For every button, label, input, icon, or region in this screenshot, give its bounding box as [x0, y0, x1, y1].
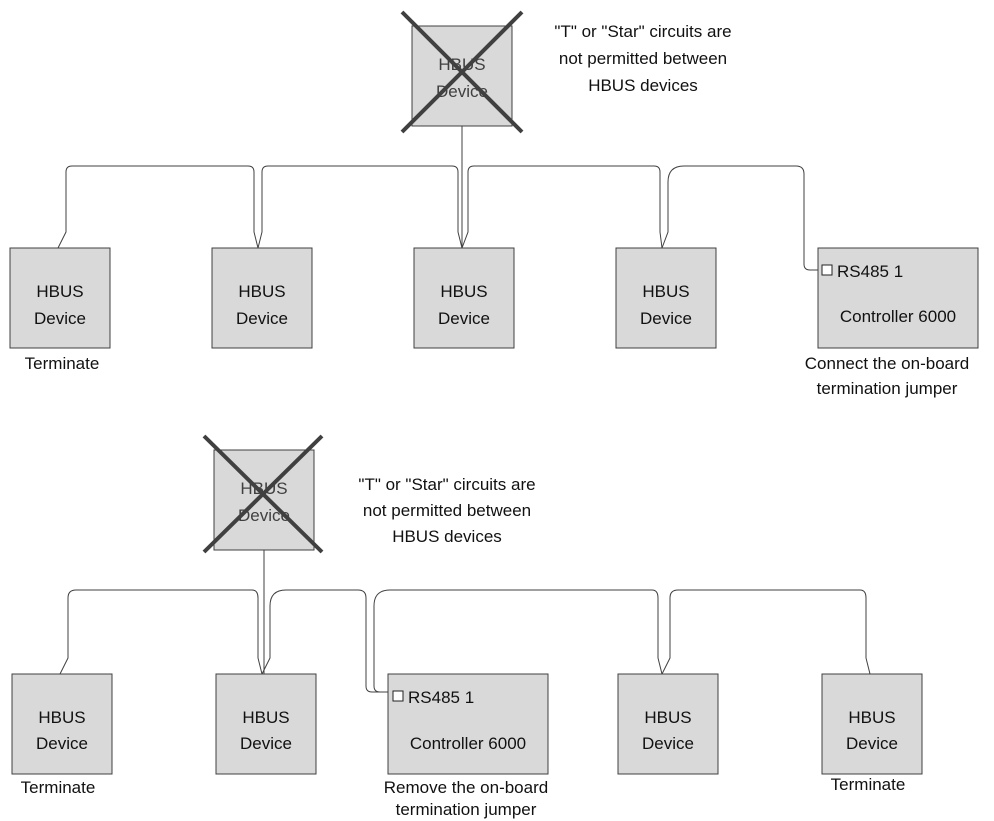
bottom-device-2: HBUS Device [215, 673, 317, 775]
device-label-line1: HBUS [644, 708, 691, 727]
device-label-line2: Device [36, 734, 88, 753]
note-line3: HBUS devices [392, 527, 502, 546]
top-controller: RS485 1 Controller 6000 [817, 247, 979, 349]
device-label-line2: Device [34, 309, 86, 328]
top-wire-2 [257, 165, 463, 249]
top-device-4: HBUS Device [615, 247, 717, 349]
bottom-warning-note: "T" or "Star" circuits are not permitted… [358, 475, 535, 546]
top-device-3: HBUS Device [413, 247, 515, 349]
terminate-label: Terminate [831, 775, 906, 794]
top-wire-4 [661, 165, 820, 271]
bottom-device-1: HBUS Device [11, 673, 113, 775]
cross-mark [400, 10, 524, 134]
bottom-wire-4 [661, 589, 871, 675]
bottom-forbidden-device: HBUS Device [202, 434, 324, 554]
note-line1: "T" or "Star" circuits are [554, 22, 731, 41]
top-wire-3 [461, 165, 663, 249]
terminate-label: Terminate [21, 778, 96, 797]
controller-name: Controller 6000 [410, 734, 526, 753]
rs485-port [392, 690, 404, 702]
device-label-line1: HBUS [642, 282, 689, 301]
device-label-line1: HBUS [38, 708, 85, 727]
device-label-line2: Device [640, 309, 692, 328]
remove-jumper-line2: termination jumper [396, 800, 537, 819]
device-label-line1: HBUS [36, 282, 83, 301]
top-warning-note: "T" or "Star" circuits are not permitted… [554, 22, 731, 95]
bottom-wire-3 [373, 589, 663, 693]
cross-mark [202, 434, 324, 554]
bottom-controller: RS485 1 Controller 6000 [387, 673, 549, 775]
connect-jumper-line2: termination jumper [817, 379, 958, 398]
device-label-line1: HBUS [242, 708, 289, 727]
device-label-line2: Device [236, 309, 288, 328]
top-diagram: HBUS Device "T" or "Star" circuits are n… [9, 10, 979, 398]
bottom-wire-1 [59, 589, 263, 675]
device-label-line1: HBUS [440, 282, 487, 301]
note-line1: "T" or "Star" circuits are [358, 475, 535, 494]
device-label-line1: HBUS [238, 282, 285, 301]
controller-port-label: RS485 1 [837, 262, 903, 281]
top-forbidden-device: HBUS Device [400, 10, 524, 134]
device-label-line1: HBUS [848, 708, 895, 727]
bottom-device-3: HBUS Device [617, 673, 719, 775]
device-label-line2: Device [846, 734, 898, 753]
controller-port-label: RS485 1 [408, 688, 474, 707]
connect-jumper-line1: Connect the on-board [805, 354, 969, 373]
top-device-1: HBUS Device [9, 247, 111, 349]
note-line2: not permitted between [559, 49, 727, 68]
device-label-line2: Device [238, 506, 290, 525]
bottom-wire-2 [261, 589, 390, 693]
top-device-2: HBUS Device [211, 247, 313, 349]
terminate-label: Terminate [25, 354, 100, 373]
device-label-line2: Device [642, 734, 694, 753]
note-line2: not permitted between [363, 501, 531, 520]
device-label-line2: Device [240, 734, 292, 753]
bottom-diagram: HBUS Device "T" or "Star" circuits are n… [11, 434, 923, 819]
remove-jumper-line1: Remove the on-board [384, 778, 548, 797]
rs485-port [821, 264, 833, 276]
note-line3: HBUS devices [588, 76, 698, 95]
top-wire-1 [57, 165, 259, 249]
controller-name: Controller 6000 [840, 307, 956, 326]
device-label-line2: Device [438, 309, 490, 328]
bottom-device-4: HBUS Device [821, 673, 923, 775]
